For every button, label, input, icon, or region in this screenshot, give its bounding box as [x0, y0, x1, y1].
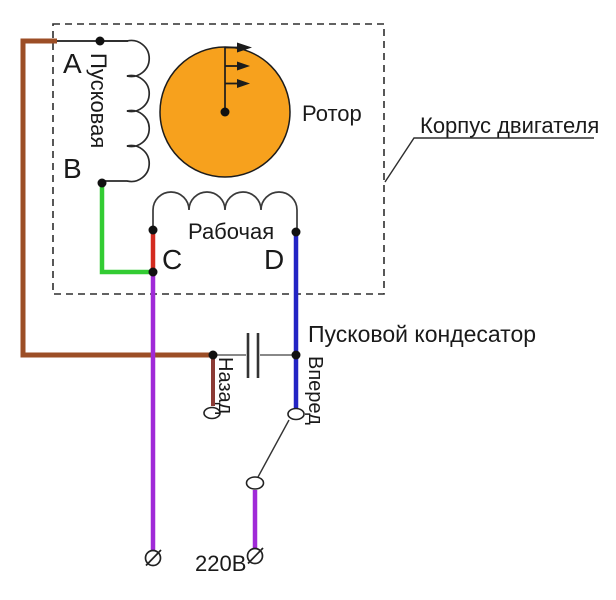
terminal-b-label: B	[63, 153, 82, 184]
terminal-c-label: C	[162, 244, 182, 275]
switch-blade	[257, 419, 290, 478]
rotor-label: Ротор	[302, 101, 362, 126]
voltage-label: 220В	[195, 551, 246, 576]
rotor-center-dot	[220, 107, 230, 117]
start-winding-coil	[100, 39, 150, 183]
node-a-dot	[95, 36, 105, 46]
terminal-a-label: A	[63, 48, 82, 79]
rotor-arrow-2-head	[237, 61, 250, 71]
terminal-d-label: D	[264, 244, 284, 275]
forward-contact	[287, 407, 305, 421]
power-terminal-left	[144, 549, 162, 567]
switch-common-contact	[245, 476, 265, 490]
capacitor-group	[215, 333, 294, 378]
node-c-top-dot	[148, 225, 158, 235]
run-winding-label: Рабочая	[188, 219, 274, 244]
backward-label: Назад	[214, 357, 236, 415]
backward-contact	[203, 406, 221, 420]
power-terminal-right	[246, 547, 264, 565]
brown-supply-wire	[20, 38, 213, 358]
run-winding-coil	[152, 191, 298, 231]
capacitor-right-node-dot	[291, 350, 301, 360]
rotor-group	[159, 42, 291, 178]
power-terminal-right-slash	[247, 547, 264, 565]
node-c-junction-dot	[148, 267, 158, 277]
green-wire	[99, 184, 150, 275]
forward-label: Вперед	[304, 356, 326, 425]
node-b-dot	[97, 178, 107, 188]
housing-label: Корпус двигателя	[420, 113, 599, 138]
capacitor-left-node-dot	[208, 350, 218, 360]
power-terminal-left-slash	[145, 549, 162, 567]
rotor-arrow-3-head	[237, 79, 250, 88]
capacitor-label: Пусковой кондесатор	[308, 321, 536, 347]
start-winding-label: Пусковая	[86, 53, 111, 148]
housing-leader-line	[384, 137, 594, 183]
node-d-dot	[291, 227, 301, 237]
rotor-arrow-1-head	[237, 42, 252, 53]
